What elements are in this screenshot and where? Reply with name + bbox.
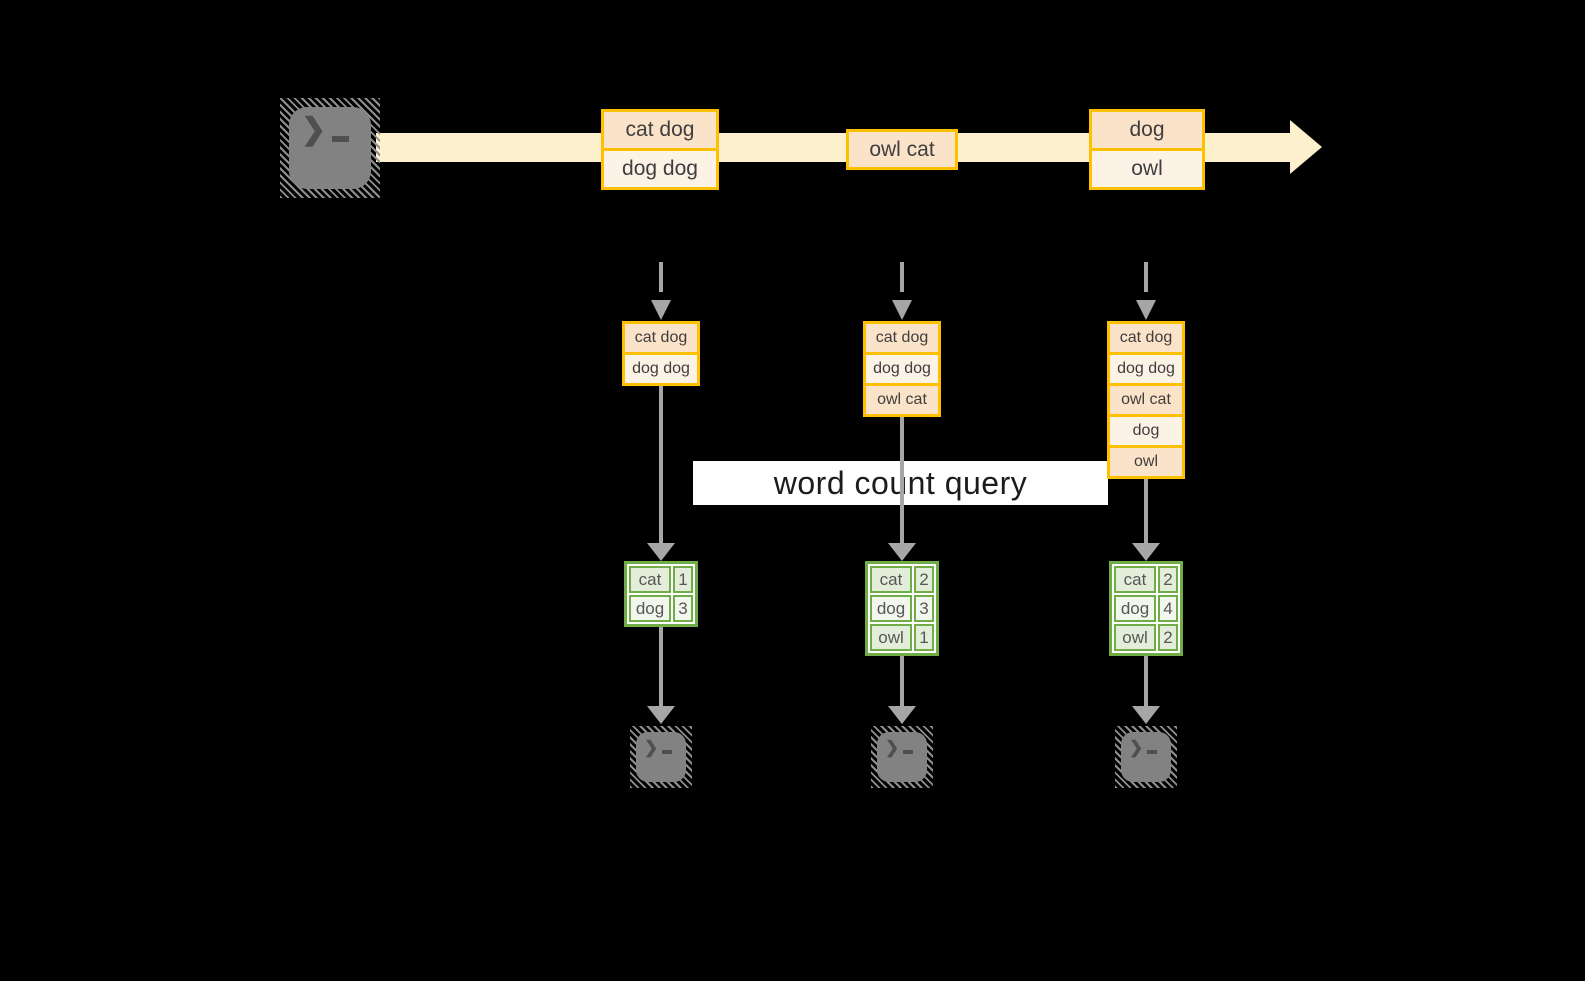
count-cell: 2 bbox=[1158, 566, 1178, 593]
dashed-down-arrow-head bbox=[651, 300, 671, 320]
output-arrow-head bbox=[888, 706, 916, 724]
count-cell: 1 bbox=[914, 624, 934, 651]
stream-batch-line: cat dog bbox=[604, 112, 716, 148]
word-cell: dog bbox=[1114, 595, 1156, 622]
stream-batch-line: dog dog bbox=[604, 148, 716, 187]
stream-batch-line: dog bbox=[1092, 112, 1202, 148]
buffer-row: cat dog bbox=[625, 324, 697, 352]
word-cell: cat bbox=[629, 566, 671, 593]
terminal-prompt-icon: ❯ bbox=[1129, 739, 1158, 756]
count-cell: 2 bbox=[1158, 624, 1178, 651]
terminal-prompt-icon: ❯ bbox=[301, 115, 350, 145]
query-arrow-line bbox=[659, 386, 663, 543]
stream-arrow-head bbox=[1290, 120, 1322, 174]
buffer-row: dog dog bbox=[1110, 352, 1182, 383]
query-arrow-head bbox=[888, 543, 916, 561]
buffer-row: dog dog bbox=[625, 352, 697, 383]
source-terminal-icon: ❯ bbox=[280, 98, 380, 198]
terminal-screen: ❯ bbox=[289, 107, 371, 189]
stream-batch-box: owl cat bbox=[846, 129, 958, 170]
count-cell: 3 bbox=[673, 595, 693, 622]
word-cell: cat bbox=[870, 566, 912, 593]
query-arrow-head bbox=[647, 543, 675, 561]
sink-terminal-icon: ❯ bbox=[630, 726, 692, 788]
buffer-row: dog dog bbox=[866, 352, 938, 383]
sink-terminal-icon: ❯ bbox=[871, 726, 933, 788]
dashed-down-arrow-head bbox=[1136, 300, 1156, 320]
dashed-down-arrow-line bbox=[659, 262, 663, 292]
terminal-screen: ❯ bbox=[877, 732, 927, 782]
output-arrow-line bbox=[1144, 656, 1148, 706]
sink-terminal-icon: ❯ bbox=[1115, 726, 1177, 788]
word-cell: owl bbox=[870, 624, 912, 651]
buffer-row: owl cat bbox=[1110, 383, 1182, 414]
dashed-down-arrow-line bbox=[1144, 262, 1148, 292]
buffer-row: cat dog bbox=[866, 324, 938, 352]
query-arrow-line bbox=[900, 417, 904, 543]
word-cell: cat bbox=[1114, 566, 1156, 593]
dashed-down-arrow-line bbox=[900, 262, 904, 292]
query-arrow-head bbox=[1132, 543, 1160, 561]
stream-batch-line: owl bbox=[1092, 148, 1202, 187]
count-cell: 2 bbox=[914, 566, 934, 593]
count-cell: 3 bbox=[914, 595, 934, 622]
buffer-row: dog bbox=[1110, 414, 1182, 445]
output-arrow-head bbox=[647, 706, 675, 724]
terminal-screen: ❯ bbox=[1121, 732, 1171, 782]
terminal-prompt-icon: ❯ bbox=[885, 739, 914, 756]
dashed-down-arrow-head bbox=[892, 300, 912, 320]
terminal-prompt-icon: ❯ bbox=[644, 739, 673, 756]
count-cell: 4 bbox=[1158, 595, 1178, 622]
output-arrow-head bbox=[1132, 706, 1160, 724]
count-cell: 1 bbox=[673, 566, 693, 593]
buffer-row: owl bbox=[1110, 445, 1182, 476]
buffer-row: cat dog bbox=[1110, 324, 1182, 352]
terminal-screen: ❯ bbox=[636, 732, 686, 782]
buffer-row: owl cat bbox=[866, 383, 938, 414]
query-arrow-line bbox=[1144, 479, 1148, 543]
word-cell: owl bbox=[1114, 624, 1156, 651]
output-arrow-line bbox=[659, 627, 663, 706]
stream-batch-line: owl cat bbox=[849, 132, 955, 167]
word-cell: dog bbox=[870, 595, 912, 622]
output-arrow-line bbox=[900, 656, 904, 706]
word-cell: dog bbox=[629, 595, 671, 622]
